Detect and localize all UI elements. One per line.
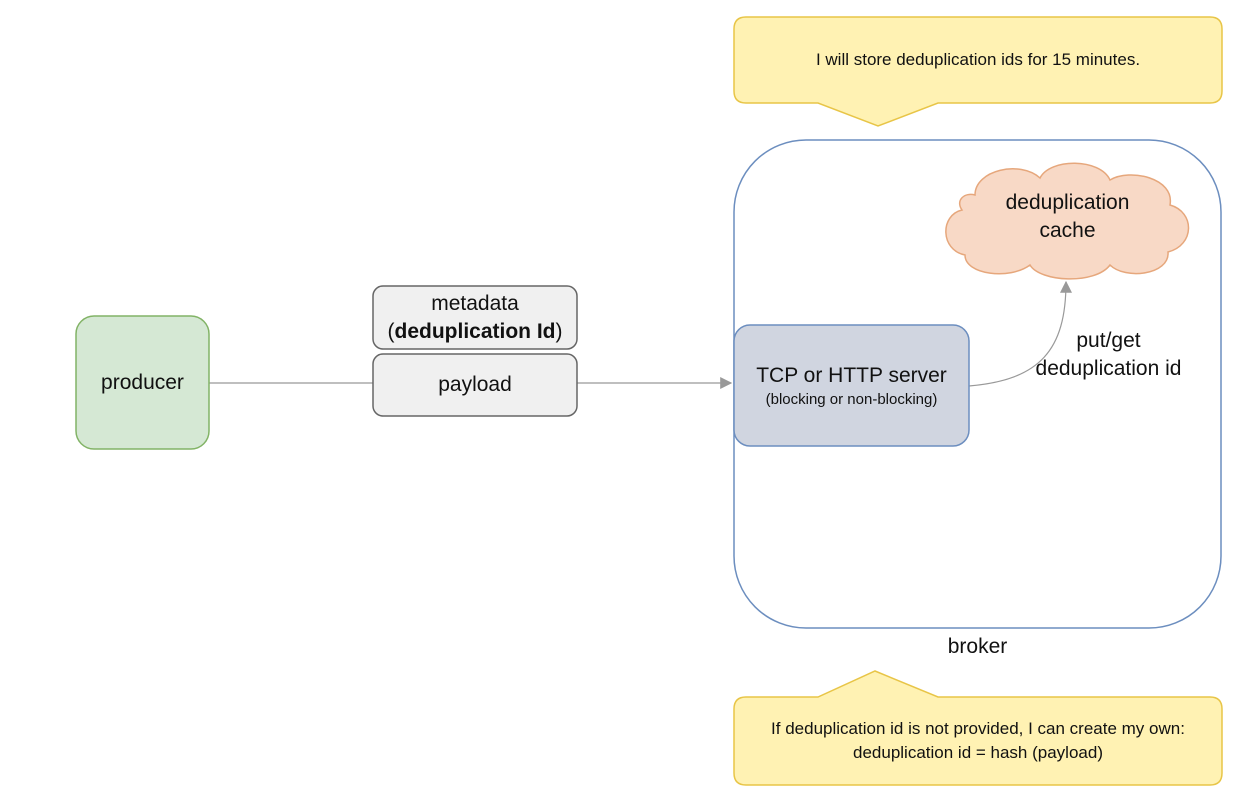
callout-bottom-text: If deduplication id is not provided, I c… xyxy=(734,697,1222,785)
payload-label-box: payload xyxy=(373,354,577,416)
server-title: TCP or HTTP server xyxy=(756,364,947,387)
payload-node xyxy=(372,353,578,417)
callout-top-text: I will store deduplication ids for 15 mi… xyxy=(734,17,1222,103)
cache-label-box: deduplication cache xyxy=(955,172,1180,262)
metadata-open-paren: ( xyxy=(387,319,395,343)
edge-label-line-2: deduplication id xyxy=(1035,357,1182,380)
producer-label: producer xyxy=(101,370,184,394)
metadata-close-paren: ) xyxy=(555,319,563,343)
edge-server-to-cache xyxy=(968,280,1072,387)
metadata-label: metadata xyxy=(431,291,519,315)
producer-node xyxy=(75,315,210,450)
payload-label: payload xyxy=(438,373,512,396)
metadata-label-box: metadata (deduplication Id) xyxy=(373,286,577,349)
callout-top-line: I will store deduplication ids for 15 mi… xyxy=(815,50,1141,69)
edge-label-line-1: put/get xyxy=(1076,329,1141,352)
callout-bottom-shape xyxy=(733,670,1223,786)
cache-label-line-2: cache xyxy=(1039,219,1096,242)
cache-cloud xyxy=(945,162,1190,280)
callout-bottom-line-2: deduplication id = hash (payload) xyxy=(853,743,1103,762)
server-node xyxy=(733,324,970,447)
server-label-box: TCP or HTTP server (blocking or non-bloc… xyxy=(734,325,969,446)
server-subtitle: (blocking or non-blocking) xyxy=(765,391,938,408)
producer-label-box: producer xyxy=(76,316,209,449)
broker-label-box: broker xyxy=(900,632,1055,662)
cache-label-line-1: deduplication xyxy=(1005,191,1130,214)
metadata-dedup-id: (deduplication Id) xyxy=(388,318,563,346)
callout-bottom-line-1: If deduplication id is not provided, I c… xyxy=(771,719,1185,738)
metadata-bold-text: deduplication Id xyxy=(394,319,556,343)
callout-top-shape xyxy=(733,16,1223,127)
metadata-node xyxy=(372,285,578,350)
broker-label: broker xyxy=(947,635,1008,658)
edge-put-get-label: put/get deduplication id xyxy=(1020,325,1197,385)
